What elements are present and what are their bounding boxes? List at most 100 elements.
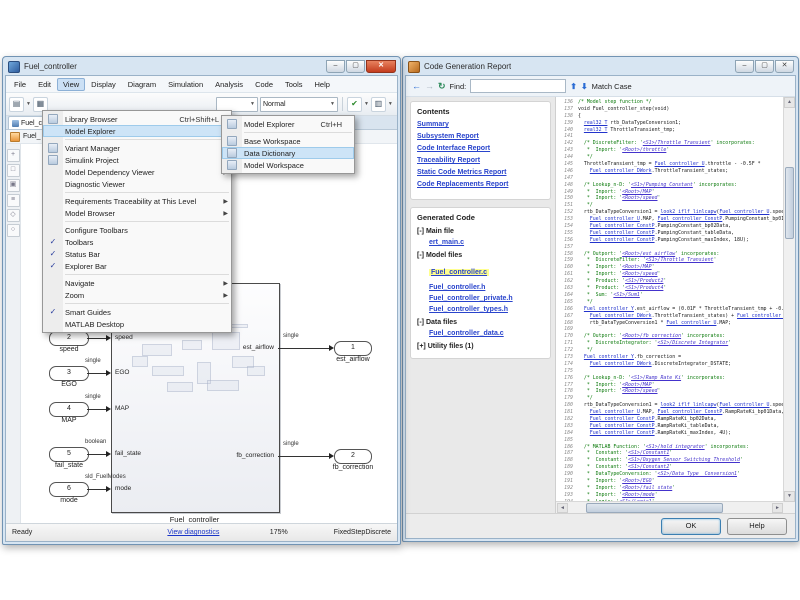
menu-item-configure-toolbars[interactable]: Configure Toolbars [43, 224, 231, 236]
contents-link-summary[interactable]: Summary [417, 121, 449, 128]
ok-button[interactable]: OK [661, 517, 721, 535]
match-case-toggle[interactable]: Match Case [591, 81, 632, 91]
minimize-button[interactable]: – [326, 60, 345, 73]
new-model-caret-icon[interactable]: ▼ [26, 101, 31, 107]
file-link-fuel-controller-types-h[interactable]: Fuel_controller_types.h [429, 306, 508, 313]
menu-item-model-workspace[interactable]: Model Workspace [222, 159, 354, 171]
menu-item-label: Model Workspace [244, 160, 304, 170]
menu-item-smart-guides[interactable]: ✓Smart Guides [43, 306, 231, 318]
menubar-item-file[interactable]: File [14, 79, 27, 89]
find-previous-icon[interactable]: ⬆ [570, 81, 577, 91]
simulink-titlebar[interactable]: Fuel_controller – ▢ ✕ [3, 57, 400, 75]
inport-block-mode[interactable]: 6 [49, 482, 89, 497]
scroll-down-icon[interactable]: ▼ [784, 491, 795, 502]
scroll-up-icon[interactable]: ▲ [784, 97, 795, 108]
menu-item-zoom[interactable]: Zoom▶ [43, 289, 231, 301]
menubar-item-diagram[interactable]: Diagram [127, 79, 157, 89]
menubar-item-display[interactable]: Display [91, 79, 116, 89]
inport-block-ego[interactable]: 3 [49, 366, 89, 381]
file-link-ert-main-c[interactable]: ert_main.c [429, 239, 465, 246]
palette-icon-5[interactable]: ◇ [6, 209, 20, 222]
menubar-item-view[interactable]: View [57, 77, 86, 91]
find-input[interactable] [470, 79, 567, 93]
find-next-icon[interactable]: ⬇ [580, 81, 588, 91]
palette-icon-6[interactable]: ○ [6, 224, 20, 237]
model-explorer-icon [227, 119, 237, 129]
menu-item-label: Status Bar [65, 249, 101, 259]
palette-icon-1[interactable]: + [6, 149, 20, 162]
horizontal-scroll-thumb[interactable] [586, 503, 723, 513]
menu-item-model-browser[interactable]: Model Browser▶ [43, 207, 231, 219]
palette-icon-3[interactable]: ▣ [6, 179, 20, 192]
menu-item-navigate[interactable]: Navigate▶ [43, 277, 231, 289]
inport-block-fail-state[interactable]: 5 [49, 447, 89, 462]
build-icon[interactable]: ▥ [370, 96, 386, 112]
menu-item-matlab-desktop[interactable]: MATLAB Desktop [43, 318, 231, 330]
scroll-left-icon[interactable]: ◄ [557, 503, 568, 513]
outport-block-fb-correction[interactable]: 2 [334, 449, 372, 464]
menu-item-diagnostic-viewer[interactable]: Diagnostic Viewer [43, 178, 231, 190]
back-icon[interactable]: ← [412, 81, 421, 91]
file-section-utility-files-1[interactable]: [+] Utility files (1) [417, 343, 474, 350]
contents-link-traceability-report[interactable]: Traceability Report [417, 157, 481, 164]
save-icon[interactable]: ▦ [32, 96, 48, 112]
palette-icon-2[interactable]: □ [6, 164, 20, 177]
code-line: 192 * Inport: '<Root>/fail_state' [564, 484, 676, 491]
help-button[interactable]: Help [727, 517, 787, 535]
file-section-model-files[interactable]: [-] Model files [417, 252, 463, 259]
menu-item-base-workspace[interactable]: Base Workspace [222, 135, 354, 147]
vertical-scrollbar[interactable]: ▲ ▼ [783, 97, 795, 502]
menu-item-model-explorer[interactable]: Model Explorer▶ [43, 125, 231, 137]
file-link-fuel-controller-private-h[interactable]: Fuel_controller_private.h [429, 295, 513, 302]
menu-item-label: Explorer Bar [65, 261, 107, 271]
menu-item-toolbars[interactable]: ✓Toolbars [43, 236, 231, 248]
inport-block-speed[interactable]: 2 [49, 331, 89, 346]
menu-item-simulink-project[interactable]: Simulink Project [43, 154, 231, 166]
inport-block-map[interactable]: 4 [49, 402, 89, 417]
update-diagram-icon[interactable]: ✔ [346, 96, 362, 112]
report-titlebar[interactable]: Code Generation Report – ▢ ✕ [403, 57, 798, 75]
menubar-item-tools[interactable]: Tools [285, 79, 303, 89]
menu-item-data-dictionary[interactable]: Data Dictionary [222, 147, 354, 159]
build-caret-icon[interactable]: ▼ [387, 101, 393, 107]
file-link-fuel-controller-data-c[interactable]: Fuel_controller_data.c [429, 330, 504, 337]
menubar-item-help[interactable]: Help [314, 79, 330, 89]
search-box[interactable]: ▼ [215, 96, 258, 112]
menu-item-requirements-traceability-at-this-level[interactable]: Requirements Traceability at This Level▶ [43, 195, 231, 207]
file-section-data-files[interactable]: [-] Data files [417, 319, 458, 326]
menubar-item-analysis[interactable]: Analysis [215, 79, 244, 89]
menubar-item-edit[interactable]: Edit [38, 79, 52, 89]
outport-block-est-airflow[interactable]: 1 [334, 341, 372, 356]
menubar-item-code[interactable]: Code [255, 79, 273, 89]
view-diagnostics-link[interactable]: View diagnostics [167, 529, 220, 536]
report-maximize-button[interactable]: ▢ [755, 60, 774, 73]
report-close-button[interactable]: ✕ [775, 60, 794, 73]
update-diagram-caret-icon[interactable]: ▼ [363, 101, 369, 107]
code-line: 167 Fuel_controller_DWork.ThrottleTransi… [564, 312, 795, 319]
file-section-main-file[interactable]: [-] Main file [417, 228, 454, 235]
report-minimize-button[interactable]: – [735, 60, 754, 73]
vertical-scroll-thumb[interactable] [785, 167, 794, 239]
new-model-icon[interactable]: ▤ [9, 96, 24, 112]
menu-item-explorer-bar[interactable]: ✓Explorer Bar [43, 260, 231, 272]
file-link-fuel-controller-h[interactable]: Fuel_controller.h [429, 284, 486, 291]
close-button[interactable]: ✕ [366, 60, 396, 73]
palette-icon-4[interactable]: ≡ [6, 194, 20, 207]
file-link-fuel-controller-c[interactable]: Fuel_controller.c [429, 269, 490, 276]
simulation-mode-select[interactable]: Normal ▼ [259, 96, 338, 112]
contents-link-subsystem-report[interactable]: Subsystem Report [417, 133, 479, 140]
menu-item-variant-manager[interactable]: Variant Manager [43, 142, 231, 154]
menu-item-status-bar[interactable]: ✓Status Bar [43, 248, 231, 260]
contents-link-static-code-metrics-report[interactable]: Static Code Metrics Report [417, 169, 507, 176]
horizontal-scrollbar[interactable]: ◄ ► [556, 501, 795, 513]
menubar-item-simulation[interactable]: Simulation [168, 79, 204, 89]
scroll-right-icon[interactable]: ► [772, 503, 783, 513]
menu-item-model-dependency-viewer[interactable]: Model Dependency Viewer▶ [43, 166, 231, 178]
contents-link-code-replacements-report[interactable]: Code Replacements Report [417, 181, 509, 188]
maximize-button[interactable]: ▢ [346, 60, 365, 73]
contents-link-code-interface-report[interactable]: Code Interface Report [417, 145, 491, 152]
refresh-icon[interactable]: ↻ [438, 80, 446, 91]
